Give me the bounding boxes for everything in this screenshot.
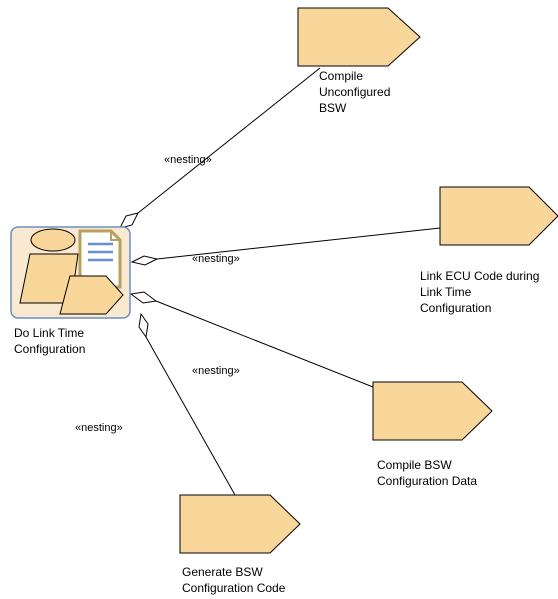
task-node-compile-unconfigured[interactable] — [297, 7, 421, 67]
composition-diamonds — [119, 212, 159, 339]
task-shape — [179, 494, 301, 554]
node-label-compile-bsw-data: Compile BSW Configuration Data — [377, 458, 478, 488]
connector-line-compile-bsw-data — [155, 300, 374, 388]
process-with-document-icon — [19, 228, 124, 315]
task-shape — [297, 7, 421, 67]
node-label-link-ecu: Link ECU Code during Link Time Configura… — [420, 269, 540, 315]
center-node-label: Do Link Time Configuration — [14, 326, 86, 356]
connector-line-compile-unconfigured — [137, 67, 321, 214]
stereotype-label-3: «nesting» — [192, 365, 240, 377]
task-shape — [372, 381, 493, 441]
stereotype-label-4: «nesting» — [75, 422, 123, 434]
task-shape — [439, 186, 558, 246]
center-activity-node[interactable] — [10, 226, 131, 319]
composition-diamond-icon — [119, 212, 139, 229]
connector-line-generate-bsw — [145, 336, 236, 496]
connector-line-link-ecu — [156, 227, 441, 260]
composition-diamond-icon — [138, 312, 149, 339]
composition-diamond-icon — [130, 255, 159, 266]
task-node-generate-bsw[interactable] — [179, 494, 301, 554]
stereotype-label-1: «nesting» — [164, 154, 212, 166]
task-node-compile-bsw-data[interactable] — [372, 381, 493, 441]
node-label-generate-bsw: Generate BSW Configuration Code — [182, 565, 286, 595]
task-node-link-ecu[interactable] — [439, 186, 558, 246]
stereotype-label-2: «nesting» — [192, 253, 240, 265]
node-label-compile-unconfigured: Compile Unconfigured BSW — [319, 69, 391, 115]
composition-diamond-icon — [129, 291, 158, 304]
connectors — [137, 67, 441, 496]
